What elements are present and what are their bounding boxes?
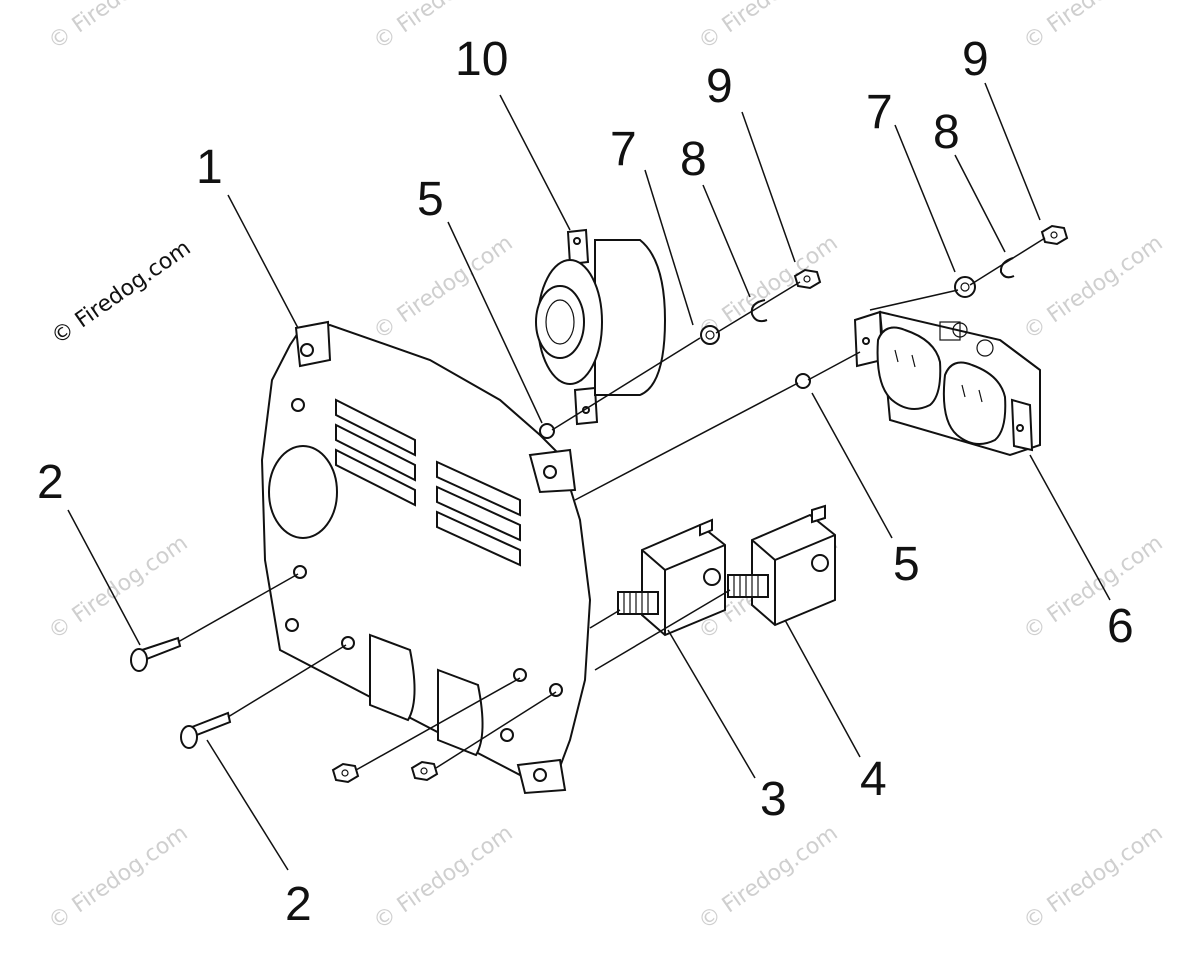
small-washer-right — [795, 373, 811, 389]
control-panel-plate — [260, 320, 592, 795]
leader-lines — [67, 82, 1111, 871]
watermark-main: © Firedog.com — [47, 236, 195, 350]
panel-nut-left — [331, 762, 360, 784]
watermark: © Firedog.com — [1019, 0, 1167, 55]
assembly-lines — [177, 237, 1046, 771]
hex-nut-left — [793, 268, 822, 290]
watermark: © Firedog.com — [44, 531, 192, 645]
callout-2-lower: 2 — [285, 878, 312, 931]
callout-8-left: 8 — [680, 133, 707, 186]
lock-washer-left — [750, 299, 768, 323]
watermark: © Firedog.com — [369, 821, 517, 935]
watermark: © Firedog.com — [369, 231, 517, 345]
hex-nut-right — [1040, 224, 1069, 246]
watermark: © Firedog.com — [1019, 821, 1167, 935]
callout-9-right: 9 — [962, 33, 989, 86]
callout-3: 3 — [760, 773, 787, 826]
callout-8-right: 8 — [933, 106, 960, 159]
callout-2-upper: 2 — [37, 456, 64, 509]
panel-nut-right — [410, 760, 439, 782]
twist-lock-receptacle — [535, 228, 667, 426]
washer-right — [954, 276, 976, 298]
callout-10: 10 — [455, 33, 508, 86]
small-washer-upper — [539, 423, 555, 439]
watermark: © Firedog.com — [694, 821, 842, 935]
screw-upper — [130, 636, 182, 672]
washer-left — [700, 325, 720, 345]
callout-5-upper: 5 — [417, 173, 444, 226]
callout-1: 1 — [196, 141, 223, 194]
callout-5-lower: 5 — [893, 538, 920, 591]
circuit-breaker-left — [617, 518, 726, 637]
watermark: © Firedog.com — [1019, 231, 1167, 345]
duplex-receptacle — [853, 310, 1041, 457]
callout-4: 4 — [860, 753, 887, 806]
callout-7-right: 7 — [866, 86, 893, 139]
callout-6: 6 — [1107, 600, 1134, 653]
callout-7-left: 7 — [610, 123, 637, 176]
watermark: © Firedog.com — [44, 0, 192, 55]
watermark: © Firedog.com — [44, 821, 192, 935]
callout-9-left: 9 — [706, 60, 733, 113]
watermark: © Firedog.com — [1019, 531, 1167, 645]
callout-labels: 1 2 2 3 4 5 5 6 7 7 8 8 9 9 10 — [37, 33, 1134, 931]
screw-lower — [180, 711, 232, 749]
watermark: © Firedog.com — [694, 0, 842, 55]
circuit-breaker-right — [727, 504, 836, 627]
